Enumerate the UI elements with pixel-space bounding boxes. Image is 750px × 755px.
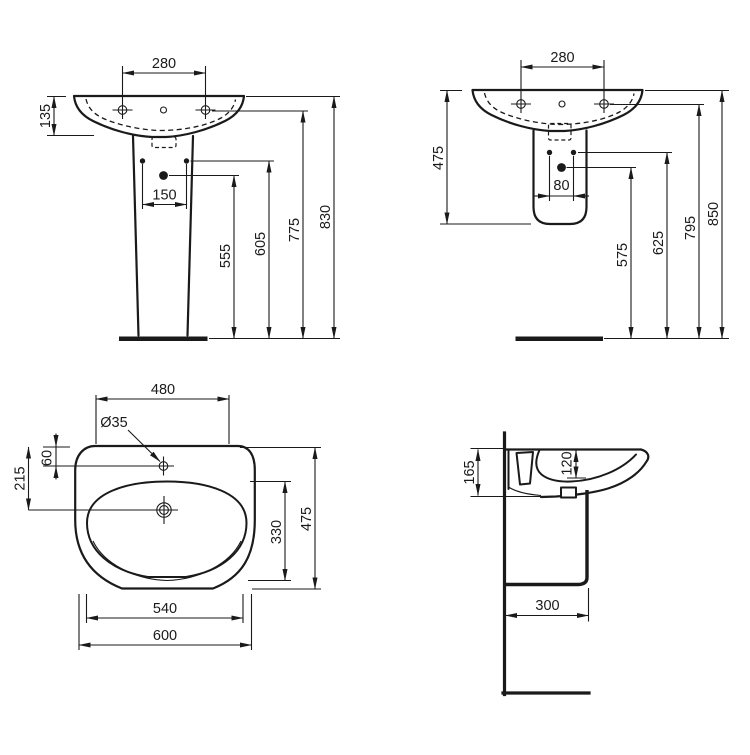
dim-label: 830 <box>318 205 334 229</box>
dim-830-total-height: 830 <box>318 95 337 340</box>
pedestal-outline <box>119 134 208 341</box>
dim-label: 555 <box>218 244 234 268</box>
trap-dashed-outline <box>151 136 177 149</box>
front-view-full-pedestal: 280 135 150 555 605 <box>38 56 340 341</box>
bowl-inner-outline <box>86 480 248 578</box>
tap-hole <box>153 456 174 476</box>
dim-80-fixing-holes: 80 <box>534 156 589 201</box>
dim-label: 60 <box>40 450 56 466</box>
dim-label: 850 <box>706 202 722 226</box>
fixing-hole-left <box>546 149 553 156</box>
plan-view: 480 Ø35 60 215 330 475 <box>13 382 321 650</box>
trap-dashed-outline <box>547 122 572 141</box>
basin-front-outline <box>72 94 246 139</box>
dim-215-drain-offset: 215 <box>13 446 150 511</box>
taphole-section <box>515 451 534 486</box>
dim-label: 280 <box>550 50 574 66</box>
dim-label: 215 <box>13 466 29 490</box>
drain-hole <box>150 496 178 524</box>
dim-605-fixing-height: 605 <box>253 160 272 340</box>
dim-label: 480 <box>151 382 175 398</box>
bowl-bottom-edge <box>92 540 242 582</box>
dim-540-lower-width: 540 <box>85 594 244 623</box>
dim-label: 330 <box>269 520 285 544</box>
fixing-hole-left <box>139 158 146 164</box>
semi-pedestal-outline <box>515 122 603 341</box>
dim-280-tap-holes: 280 <box>121 56 207 101</box>
dim-480-top-width: 480 <box>95 382 230 444</box>
semi-pedestal-profile <box>505 490 589 587</box>
dim-575-outlet-height: 575 <box>615 166 634 340</box>
dim-label: 280 <box>152 56 176 72</box>
dim-165-front-height: 165 <box>462 447 559 498</box>
dim-label: 80 <box>553 178 569 194</box>
extension-lines-right <box>169 95 340 340</box>
dim-label: 120 <box>560 451 576 475</box>
dim-280-tap-holes: 280 <box>520 50 605 95</box>
basin-side-profile <box>504 448 650 587</box>
waste-outlet-point <box>159 171 168 180</box>
floor-line <box>515 336 603 341</box>
dim-60-taphole-offset: 60 <box>40 433 153 480</box>
waste-outlet-point <box>557 163 566 172</box>
dim-dia35-taphole: Ø35 <box>100 415 161 462</box>
dim-625-fixing-height: 625 <box>651 151 670 340</box>
outlet-section <box>560 486 577 499</box>
dim-label: 605 <box>253 232 269 256</box>
dim-135-basin-height: 135 <box>38 95 94 137</box>
dim-label: 300 <box>535 598 559 614</box>
side-view-semi-pedestal: 165 120 300 <box>462 431 650 697</box>
dim-475-basin-semiped-height: 475 <box>431 89 531 225</box>
dim-330-bowl-depth: 330 <box>248 480 291 582</box>
dim-label: 625 <box>651 231 667 255</box>
basin-front-outline <box>471 88 644 133</box>
dim-label: 475 <box>299 507 315 531</box>
dim-150-fixing-holes: 150 <box>141 164 188 209</box>
dim-300-projection: 300 <box>504 588 590 622</box>
dim-795-taphole-height: 795 <box>683 103 702 340</box>
dim-label: 600 <box>153 628 177 644</box>
dim-label: 165 <box>462 460 478 484</box>
dim-600-overall-width: 600 <box>78 594 253 650</box>
dim-label: 795 <box>683 216 699 240</box>
dim-120-bowl-depth: 120 <box>560 449 586 479</box>
dim-775-taphole-height: 775 <box>287 110 306 340</box>
dim-label: 475 <box>431 146 447 170</box>
pedestal-base-plate <box>119 336 208 341</box>
dim-label: 135 <box>38 104 54 128</box>
dim-850-total-height: 850 <box>706 89 725 340</box>
dim-label: 150 <box>152 188 176 204</box>
fixing-hole-right <box>570 149 577 156</box>
fixing-hole-right <box>183 158 190 164</box>
dim-label: 575 <box>615 243 631 267</box>
dim-label: 540 <box>153 601 177 617</box>
dim-555-outlet-height: 555 <box>218 174 237 340</box>
dim-label: Ø35 <box>100 415 127 431</box>
dim-475-overall-depth: 475 <box>240 446 321 590</box>
front-view-semi-pedestal: 280 475 80 575 625 <box>431 50 729 341</box>
dim-label: 775 <box>287 218 303 242</box>
